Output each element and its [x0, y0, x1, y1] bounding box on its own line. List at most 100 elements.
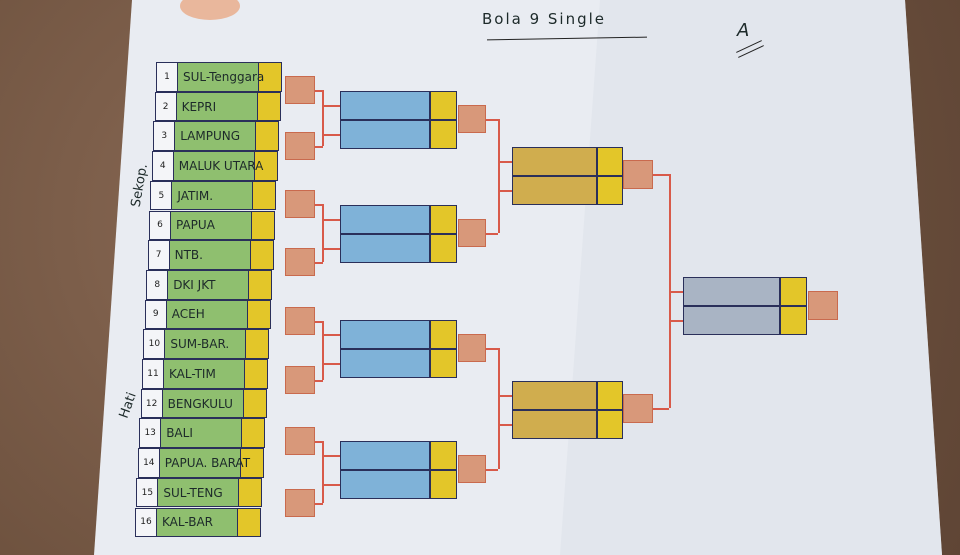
team-name: MALUK UTARA	[178, 158, 264, 173]
round2-slot[interactable]	[340, 470, 430, 499]
connector-line	[315, 262, 323, 264]
connector-line	[323, 219, 340, 221]
score-cell[interactable]	[256, 91, 281, 122]
team-name: KAL-TIM	[169, 366, 216, 381]
score-cell[interactable]	[241, 418, 266, 449]
connector-line	[323, 334, 340, 336]
champion-box[interactable]	[808, 291, 838, 320]
connector-line	[322, 441, 324, 503]
round1-winner-box[interactable]	[285, 366, 315, 394]
seed-number: 12	[140, 388, 163, 419]
connector-line	[315, 204, 323, 206]
round2-slot[interactable]	[340, 349, 430, 378]
score-cell[interactable]	[251, 210, 275, 241]
score-cell[interactable]	[249, 240, 274, 270]
team-name: JATIM.	[177, 188, 214, 203]
seed-number: 10	[143, 329, 166, 359]
round3-winner-box[interactable]	[623, 394, 653, 423]
round3-slot[interactable]	[512, 176, 597, 205]
score-cell[interactable]	[248, 269, 273, 300]
team-name: NTB.	[174, 248, 203, 263]
bracket-title: Bola 9 Single	[482, 10, 607, 28]
round1-winner-box[interactable]	[285, 489, 315, 517]
score-cell[interactable]	[238, 477, 263, 508]
round2-slot[interactable]	[340, 441, 430, 470]
connector-line	[315, 503, 323, 505]
round1-winner-box[interactable]	[285, 76, 315, 104]
round2-slot[interactable]	[340, 120, 430, 149]
team-name: BENGKULU	[167, 396, 233, 411]
round2-slot[interactable]	[340, 320, 430, 349]
team-name-cell	[170, 210, 252, 241]
final-slot[interactable]	[683, 306, 780, 335]
round2-score[interactable]	[430, 349, 457, 378]
round2-score[interactable]	[430, 234, 457, 263]
round2-winner-box[interactable]	[458, 334, 486, 362]
score-cell[interactable]	[253, 151, 278, 181]
seed-number: 6	[149, 210, 171, 241]
round3-slot[interactable]	[512, 147, 597, 176]
score-cell[interactable]	[237, 507, 261, 538]
connector-line	[315, 146, 323, 148]
round2-winner-box[interactable]	[458, 219, 486, 247]
score-cell[interactable]	[239, 448, 264, 478]
connector-line	[498, 395, 512, 397]
seed-number: 8	[146, 269, 169, 300]
connector-line	[669, 291, 683, 293]
round2-score[interactable]	[430, 91, 457, 120]
connector-line	[322, 321, 324, 380]
round3-score[interactable]	[597, 176, 623, 205]
team-name: LAMPUNG	[180, 129, 241, 144]
team-name-cell	[172, 151, 255, 181]
score-cell[interactable]	[245, 329, 270, 359]
round3-slot[interactable]	[512, 410, 597, 439]
seed-number: 14	[137, 448, 160, 478]
score-cell[interactable]	[255, 121, 280, 152]
round3-score[interactable]	[597, 147, 623, 176]
final-slot[interactable]	[683, 277, 780, 306]
round2-slot[interactable]	[340, 234, 430, 263]
seed-number: 16	[135, 507, 157, 538]
connector-line	[486, 348, 498, 350]
score-cell[interactable]	[244, 359, 268, 389]
connector-line	[323, 134, 340, 136]
round2-slot[interactable]	[340, 205, 430, 234]
round3-score[interactable]	[597, 410, 623, 439]
team-name: KEPRI	[181, 99, 217, 114]
seed-number: 7	[147, 240, 170, 270]
round1-winner-box[interactable]	[285, 248, 315, 276]
round2-slot[interactable]	[340, 91, 430, 120]
team-name: PAPUA	[176, 218, 215, 233]
group-label: A	[737, 20, 750, 41]
score-cell[interactable]	[258, 62, 282, 92]
round3-slot[interactable]	[512, 381, 597, 410]
connector-line	[486, 233, 498, 235]
round2-score[interactable]	[430, 470, 457, 499]
round1-winner-box[interactable]	[285, 190, 315, 218]
score-cell[interactable]	[242, 388, 267, 419]
score-cell[interactable]	[252, 180, 277, 211]
seed-number: 15	[136, 477, 159, 508]
final-score[interactable]	[780, 306, 807, 335]
team-name: SUL-TENG	[163, 485, 223, 500]
score-cell[interactable]	[246, 299, 271, 330]
round3-score[interactable]	[597, 381, 623, 410]
round2-score[interactable]	[430, 205, 457, 234]
round1-winner-box[interactable]	[285, 132, 315, 160]
team-name-cell	[160, 418, 243, 449]
round2-winner-box[interactable]	[458, 455, 486, 483]
round2-winner-box[interactable]	[458, 105, 486, 133]
round2-score[interactable]	[430, 441, 457, 470]
team-name: SUM-BAR.	[170, 337, 230, 352]
final-score[interactable]	[780, 277, 807, 306]
round3-winner-box[interactable]	[623, 160, 653, 189]
round2-score[interactable]	[430, 320, 457, 349]
connector-line	[669, 320, 683, 322]
round1-winner-box[interactable]	[285, 427, 315, 455]
connector-line	[322, 90, 324, 146]
round2-score[interactable]	[430, 120, 457, 149]
round1-winner-box[interactable]	[285, 307, 315, 335]
team-name: KAL-BAR	[162, 515, 214, 530]
seed-number: 1	[156, 62, 178, 92]
team-name: PAPUA. BARAT	[164, 455, 251, 470]
